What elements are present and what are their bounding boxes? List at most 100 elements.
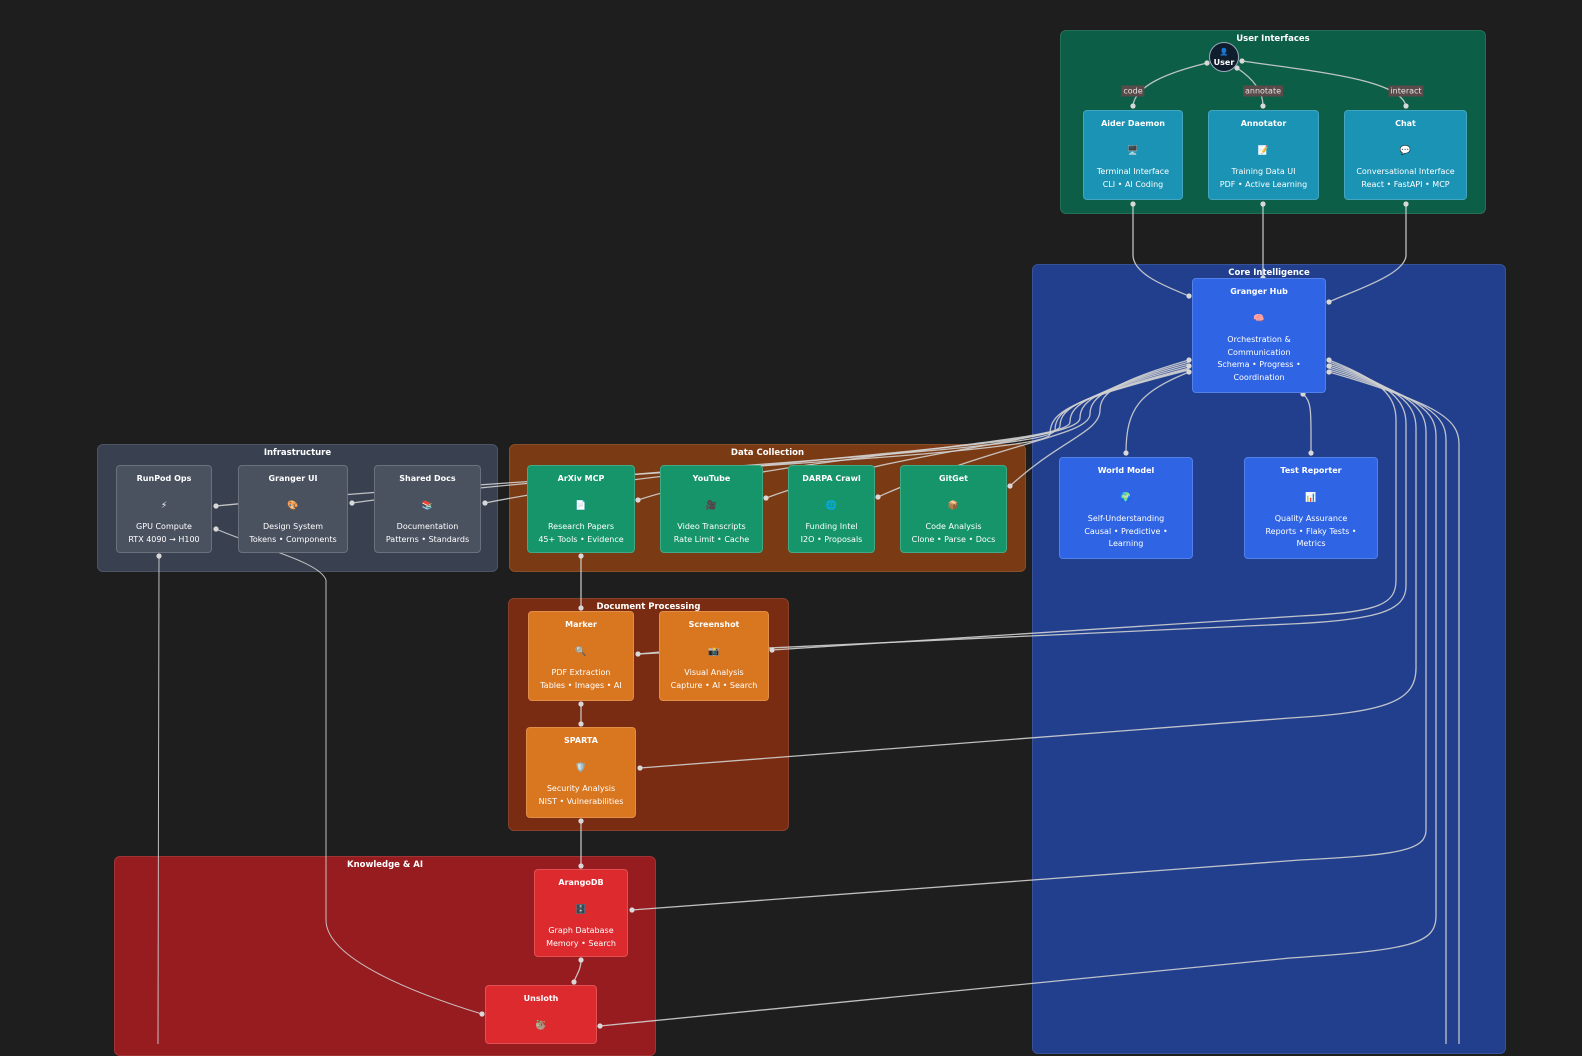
group-title: Document Processing <box>596 602 701 612</box>
node-description: Research Papers <box>547 522 615 531</box>
node-title: RunPod Ops <box>136 474 192 483</box>
edge-hub-down-1 <box>1328 369 1447 1044</box>
node-subtitle: React • FastAPI • MCP <box>1361 179 1450 189</box>
edge-user-chat <box>1241 60 1407 107</box>
node-title: Screenshot <box>688 620 740 629</box>
edge-hub-testreporter <box>1302 393 1312 454</box>
node-unsloth[interactable]: Unsloth 🦥 <box>485 985 597 1044</box>
node-description: Graph Database <box>548 926 614 935</box>
node-description: Self-Understanding <box>1087 514 1165 523</box>
node-marker[interactable]: Marker 🔍 PDF Extraction Tables • Images … <box>528 611 634 701</box>
node-title: YouTube <box>692 474 731 483</box>
node-granger-hub[interactable]: Granger Hub 🧠 Orchestration & Communicat… <box>1192 278 1326 393</box>
node-screenshot[interactable]: Screenshot 📸 Visual Analysis Capture • A… <box>659 611 769 701</box>
core-intelligence-group: Core Intelligence <box>1032 264 1506 1054</box>
bar-chart-icon: 📊 <box>1305 493 1317 503</box>
node-description: Code Analysis <box>925 522 982 531</box>
edge-hub-gitget <box>1009 359 1190 487</box>
node-darpa-crawl[interactable]: DARPA Crawl 🌐 Funding Intel I2O • Propos… <box>788 465 875 553</box>
node-subtitle: CLI • AI Coding <box>1102 179 1164 189</box>
node-arangodb[interactable]: ArangoDB 🗄️ Graph Database Memory • Sear… <box>534 869 628 957</box>
edge-user-aider <box>1132 62 1208 107</box>
node-description: PDF Extraction <box>551 668 611 677</box>
node-subtitle: Schema • Progress • Coordination <box>1217 360 1301 382</box>
node-title: ArangoDB <box>558 878 604 887</box>
node-shared-docs[interactable]: Shared Docs 📚 Documentation Patterns • S… <box>374 465 481 553</box>
node-description: Visual Analysis <box>684 668 744 677</box>
node-subtitle: 45+ Tools • Evidence <box>538 534 624 544</box>
node-description: Orchestration & Communication <box>1227 335 1291 357</box>
globe-icon: 🌍 <box>1120 493 1132 503</box>
node-title: Marker <box>565 620 597 629</box>
node-subtitle: Clone • Parse • Docs <box>911 534 996 544</box>
node-subtitle: Rate Limit • Cache <box>673 534 750 544</box>
terminal-icon: 🖥️ <box>1127 146 1139 156</box>
database-icon: 🗄️ <box>575 905 587 915</box>
node-subtitle: I2O • Proposals <box>800 534 863 544</box>
node-title: DARPA Crawl <box>802 474 861 483</box>
node-subtitle: Tokens • Components <box>249 534 337 544</box>
group-title: Core Intelligence <box>1228 268 1310 278</box>
node-title: SPARTA <box>564 736 598 745</box>
user-icon: 👤 <box>1219 48 1229 56</box>
group-title: Data Collection <box>730 448 805 458</box>
node-annotator[interactable]: Annotator 📝 Training Data UI PDF • Activ… <box>1208 110 1319 200</box>
node-chat[interactable]: Chat 💬 Conversational Interface React • … <box>1344 110 1467 200</box>
video-camera-icon: 🎥 <box>705 501 718 511</box>
node-title: GitGet <box>939 474 968 483</box>
node-subtitle: Causal • Predictive • Learning <box>1084 526 1168 549</box>
node-title: Granger Hub <box>1230 287 1288 296</box>
user-label: User <box>1213 58 1235 67</box>
group-title: User Interfaces <box>1236 34 1310 44</box>
node-description: GPU Compute <box>136 522 192 531</box>
palette-icon: 🎨 <box>287 501 299 511</box>
edge-aider-hub <box>1132 204 1190 297</box>
node-title: ArXiv MCP <box>557 474 605 483</box>
node-description: Funding Intel <box>805 522 858 531</box>
node-title: Chat <box>1395 119 1416 128</box>
edge-grangerui-unsloth <box>215 528 483 1015</box>
node-world-model[interactable]: World Model 🌍 Self-Understanding Causal … <box>1059 457 1193 559</box>
node-description: Design System <box>263 522 323 531</box>
camera-icon: 📸 <box>708 647 720 657</box>
books-icon: 📚 <box>421 501 434 511</box>
node-description: Security Analysis <box>546 784 616 793</box>
edge-marker-screenshot <box>637 651 661 655</box>
document-icon: 📄 <box>575 501 587 511</box>
node-gitget[interactable]: GitGet 📦 Code Analysis Clone • Parse • D… <box>900 465 1007 553</box>
edge-label-annotate: annotate <box>1242 85 1284 97</box>
node-title: Shared Docs <box>399 474 456 483</box>
node-youtube[interactable]: YouTube 🎥 Video Transcripts Rate Limit •… <box>660 465 763 553</box>
globe-network-icon: 🌐 <box>825 501 838 511</box>
node-subtitle: Tables • Images • AI <box>540 680 622 690</box>
node-description: Training Data UI <box>1231 167 1296 176</box>
node-title: Aider Daemon <box>1101 119 1165 128</box>
edge-hub-darpa <box>877 361 1190 498</box>
user-node[interactable]: 👤 User <box>1209 42 1239 72</box>
edge-hub-worldmodel <box>1125 371 1190 454</box>
node-title: Annotator <box>1240 119 1287 128</box>
lightning-icon: ⚡ <box>160 501 168 511</box>
node-subtitle: NIST • Vulnerabilities <box>538 796 624 806</box>
speech-bubble-icon: 💬 <box>1399 146 1412 156</box>
node-aider-daemon[interactable]: Aider Daemon 🖥️ Terminal Interface CLI •… <box>1083 110 1183 200</box>
node-granger-ui[interactable]: Granger UI 🎨 Design System Tokens • Comp… <box>238 465 348 553</box>
node-subtitle: RTX 4090 → H100 <box>128 534 200 544</box>
node-arxiv-mcp[interactable]: ArXiv MCP 📄 Research Papers 45+ Tools • … <box>527 465 635 553</box>
node-test-reporter[interactable]: Test Reporter 📊 Quality Assurance Report… <box>1244 457 1378 559</box>
edge-label-interact: interact <box>1388 85 1424 97</box>
node-subtitle: Patterns • Standards <box>385 534 470 544</box>
node-description: Conversational Interface <box>1356 167 1455 176</box>
edge-arangodb-unsloth <box>573 959 582 983</box>
shield-icon: 🛡️ <box>575 763 587 773</box>
edge-user-annotator <box>1236 67 1264 107</box>
node-runpod-ops[interactable]: RunPod Ops ⚡ GPU Compute RTX 4090 → H100 <box>116 465 212 553</box>
node-description: Terminal Interface <box>1096 167 1170 176</box>
brain-icon: 🧠 <box>1253 314 1265 324</box>
group-title: Infrastructure <box>263 448 332 458</box>
edge-chat-hub <box>1328 204 1407 303</box>
node-sparta[interactable]: SPARTA 🛡️ Security Analysis NIST • Vulne… <box>526 727 636 818</box>
magnifier-icon: 🔍 <box>575 647 587 657</box>
package-icon: 📦 <box>947 501 960 511</box>
edge-hub-down-2 <box>1328 371 1460 1044</box>
